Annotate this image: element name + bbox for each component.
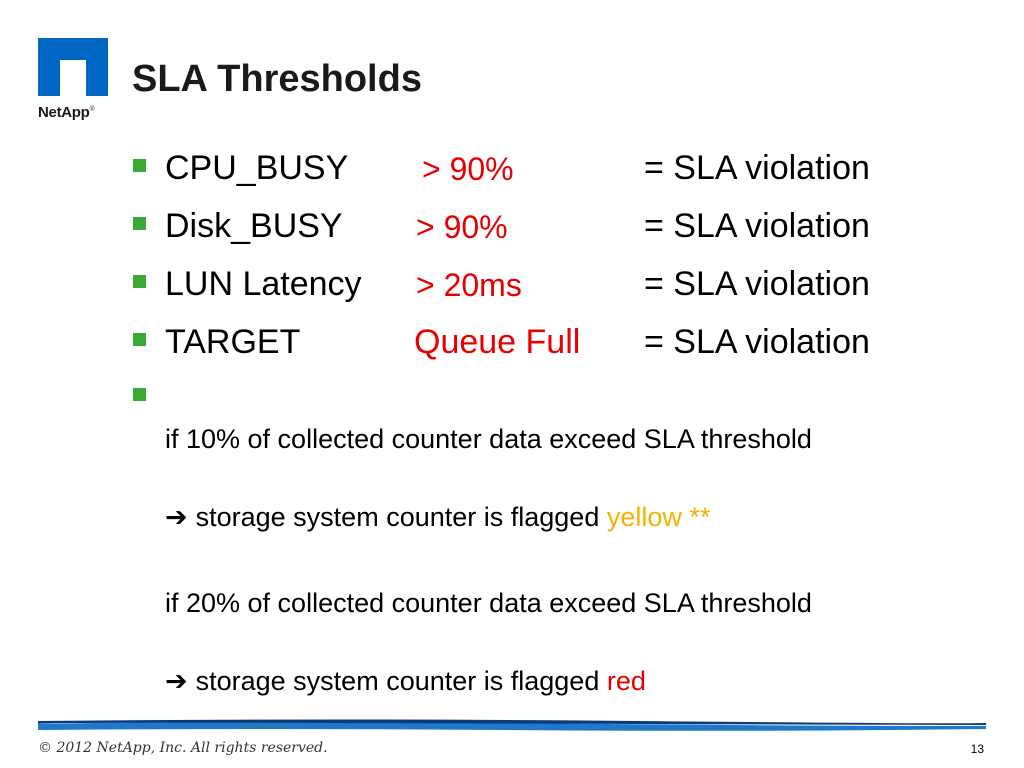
note-flag-line: ➔storage system counter is flagged red <box>165 666 646 697</box>
note-flag-line: ➔storage system counter is flagged yello… <box>165 502 710 533</box>
row-label: CPU_BUSY <box>165 149 349 187</box>
note-flag-yellow: yellow ** <box>606 502 711 532</box>
row-result: = SLA violation <box>644 323 870 361</box>
netapp-logo-mark-icon <box>38 38 108 96</box>
netapp-logo: NetApp® <box>38 38 114 122</box>
row-result: = SLA violation <box>644 207 870 245</box>
copyright-text: © 2012 NetApp, Inc. All rights reserved. <box>38 740 328 756</box>
footer-bar <box>38 719 986 731</box>
row-result: = SLA violation <box>644 265 870 303</box>
slide-title: SLA Thresholds <box>132 58 422 100</box>
logo-wordmark: NetApp® <box>38 104 95 121</box>
arrow-right-icon: ➔ <box>165 502 188 533</box>
row-label: LUN Latency <box>165 265 362 303</box>
bullet-icon <box>133 333 146 346</box>
bullet-icon <box>133 275 146 288</box>
row-threshold: > 90% <box>422 151 514 187</box>
row-threshold: > 90% <box>416 209 508 245</box>
row-label: Disk_BUSY <box>165 207 343 245</box>
note-arrow-text: storage system counter is flagged <box>195 502 600 532</box>
bullet-icon <box>133 217 146 230</box>
note-arrow-text: storage system counter is flagged <box>195 666 600 696</box>
row-threshold: > 20ms <box>416 267 522 303</box>
note-condition: if 20% of collected counter data exceed … <box>165 588 812 618</box>
bullet-icon <box>133 388 146 401</box>
arrow-right-icon: ➔ <box>165 666 188 697</box>
row-label: TARGET <box>165 323 301 361</box>
row-threshold: Queue Full <box>414 323 581 361</box>
row-result: = SLA violation <box>644 149 870 187</box>
bullet-icon <box>133 159 146 172</box>
page-number: 13 <box>970 742 984 756</box>
note-condition: if 10% of collected counter data exceed … <box>165 424 812 454</box>
note-flag-red: red <box>606 666 646 696</box>
